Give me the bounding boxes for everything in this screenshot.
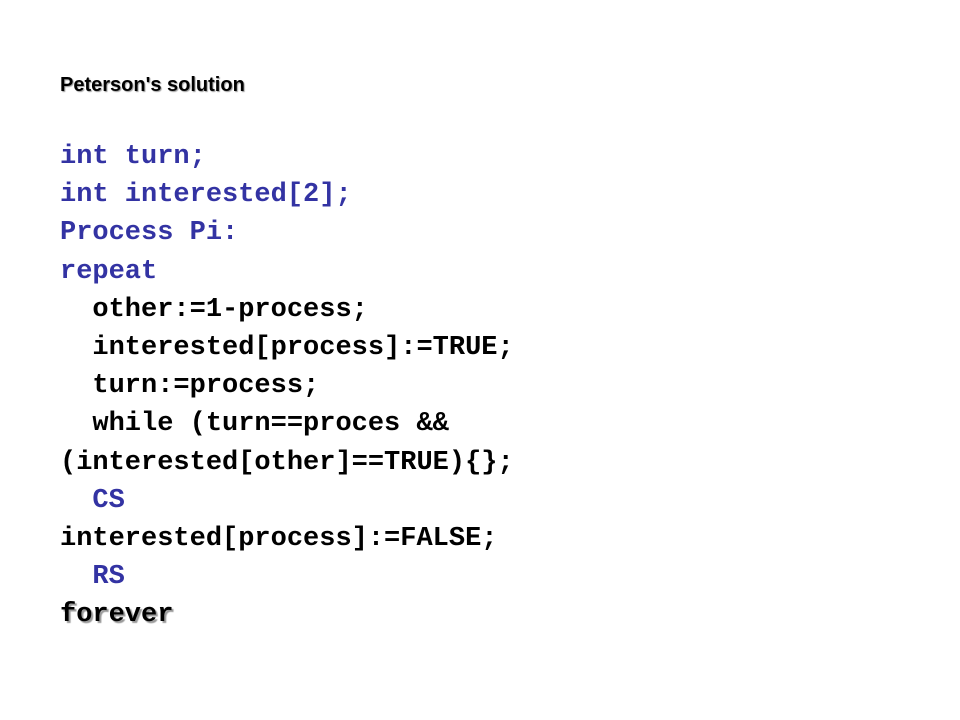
code-line-repeat: repeat bbox=[60, 256, 158, 287]
code-line-interested-true: interested[process]:=TRUE; bbox=[60, 332, 514, 363]
code-line-int-interested: int interested[2]; bbox=[60, 180, 352, 211]
code-line-forever: forever bbox=[60, 600, 174, 631]
code-line-interested-false: interested[process]:=FALSE; bbox=[60, 523, 498, 554]
code-line-int-turn: int turn; bbox=[60, 142, 206, 172]
code-line-rs: RS bbox=[60, 562, 125, 593]
code-line-while: while (turn==proces && bbox=[60, 409, 449, 440]
code-line-turn-assign: turn:=process; bbox=[60, 371, 320, 402]
code-line-process-pi: Process Pi: bbox=[60, 218, 239, 249]
code-line-other-assign: other:=1-process; bbox=[60, 294, 368, 325]
code-block: int turn; int interested[2]; Process Pi:… bbox=[60, 138, 514, 634]
code-line-while-condition: (interested[other]==TRUE){}; bbox=[60, 447, 514, 478]
code-line-cs: CS bbox=[60, 485, 125, 516]
slide-title: Peterson's solution bbox=[60, 74, 245, 96]
